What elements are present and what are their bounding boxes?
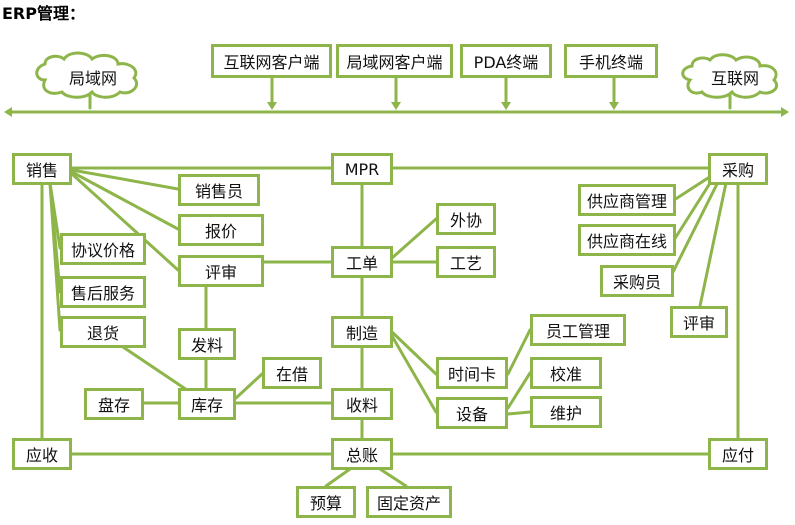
link <box>672 178 714 242</box>
link <box>378 467 408 488</box>
payable-box[interactable]: 应付 <box>708 438 768 470</box>
work-order-box[interactable]: 工单 <box>331 246 393 278</box>
receivable-box[interactable]: 应收 <box>12 438 72 470</box>
purchase-box[interactable]: 采购 <box>708 153 768 185</box>
internet-client-box[interactable]: 互联网客户端 <box>211 44 332 78</box>
arrowhead <box>609 102 619 110</box>
dispatch-box[interactable]: 发料 <box>178 328 236 360</box>
buyer-box[interactable]: 采购员 <box>600 265 674 297</box>
maintenance-box[interactable]: 维护 <box>530 396 602 428</box>
fixed-assets-box[interactable]: 固定资产 <box>366 486 452 518</box>
page-title: ERP管理： <box>2 4 85 23</box>
budget-box[interactable]: 预算 <box>296 486 356 518</box>
arrowhead <box>781 107 789 117</box>
review-left-box[interactable]: 评审 <box>178 255 264 287</box>
manufacture-box[interactable]: 制造 <box>331 316 393 348</box>
link <box>324 467 352 488</box>
lan-cloud-shape <box>35 51 139 99</box>
link <box>672 176 710 202</box>
arrowhead <box>501 102 511 110</box>
link <box>506 371 532 410</box>
arrowhead <box>267 102 277 110</box>
agreement-price-box[interactable]: 协议价格 <box>60 233 146 265</box>
link <box>70 172 180 272</box>
link <box>70 168 180 191</box>
arrowhead <box>4 107 12 117</box>
link <box>506 410 532 416</box>
after-sales-box[interactable]: 售后服务 <box>60 276 146 308</box>
equipment-box[interactable]: 设备 <box>436 397 508 429</box>
supplier-mgmt-box[interactable]: 供应商管理 <box>578 184 676 216</box>
arrowhead <box>391 102 401 110</box>
internet-cloud: 互联网 <box>710 69 759 88</box>
lending-box[interactable]: 在借 <box>262 357 322 389</box>
time-card-box[interactable]: 时间卡 <box>436 357 508 389</box>
link <box>698 181 728 308</box>
outsource-box[interactable]: 外协 <box>436 203 496 235</box>
link <box>70 170 180 231</box>
quote-box[interactable]: 报价 <box>178 214 264 246</box>
returns-box[interactable]: 退货 <box>60 316 146 348</box>
ledger-box[interactable]: 总账 <box>331 438 393 470</box>
calibration-box[interactable]: 校准 <box>530 357 602 389</box>
supplier-online-box[interactable]: 供应商在线 <box>578 224 676 256</box>
link <box>118 343 192 394</box>
inventory-box[interactable]: 库存 <box>178 388 236 420</box>
sales-box[interactable]: 销售 <box>12 153 72 185</box>
link <box>666 180 720 284</box>
internet-cloud-shape <box>681 53 779 99</box>
link <box>48 181 62 332</box>
mobile-terminal-box[interactable]: 手机终端 <box>564 44 658 78</box>
process-box[interactable]: 工艺 <box>436 246 496 278</box>
link <box>390 334 438 414</box>
review-right-box[interactable]: 评审 <box>670 306 728 338</box>
link <box>234 372 264 400</box>
lan-client-box[interactable]: 局域网客户端 <box>336 44 453 78</box>
receiving-box[interactable]: 收料 <box>331 388 393 420</box>
salesperson-box[interactable]: 销售员 <box>178 174 260 206</box>
staff-mgmt-box[interactable]: 员工管理 <box>530 314 626 346</box>
stocktake-box[interactable]: 盘存 <box>84 388 144 420</box>
link <box>390 330 438 376</box>
mpr-box[interactable]: MPR <box>331 153 393 185</box>
lan-cloud: 局域网 <box>68 69 117 88</box>
link <box>390 217 438 260</box>
pda-terminal-box[interactable]: PDA终端 <box>460 44 552 78</box>
link <box>506 328 532 376</box>
